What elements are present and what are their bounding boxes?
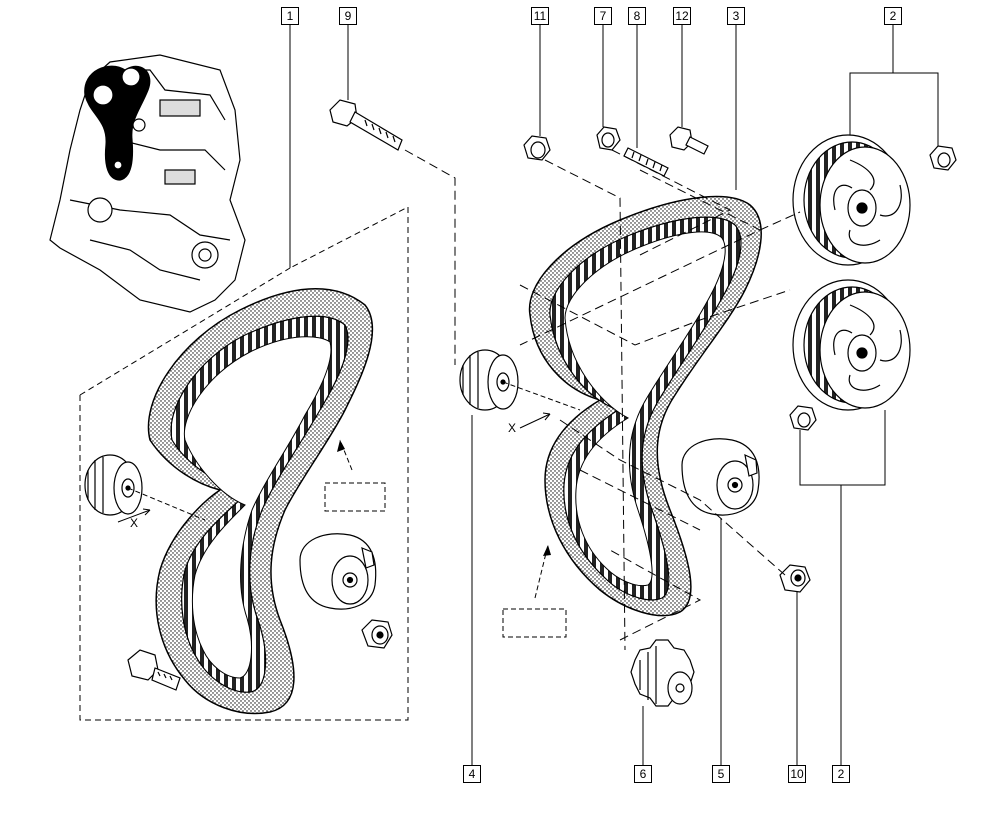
axis-right	[502, 381, 581, 429]
callout-2-bottom: 2	[832, 765, 850, 783]
timing-belt-right	[528, 195, 762, 617]
nut-10	[779, 564, 811, 593]
callout-leaders	[289, 25, 939, 765]
axis-left	[117, 487, 206, 523]
callout-10: 10	[788, 765, 806, 783]
callout-11: 11	[531, 7, 549, 25]
callout-2-top: 2	[884, 7, 902, 25]
bolt-9	[329, 99, 403, 151]
camshaft-pulley-lower	[792, 279, 911, 411]
assembly-lines	[404, 149, 801, 651]
camshaft-pulley-upper	[792, 134, 911, 266]
callout-12: 12	[673, 7, 691, 25]
callout-8: 8	[628, 7, 646, 25]
bolt-left	[127, 649, 181, 691]
engine-overview	[49, 54, 246, 313]
tensioner-right	[681, 438, 760, 516]
kit-frame-left	[79, 206, 409, 721]
callout-9: 9	[339, 7, 357, 25]
callout-5: 5	[712, 765, 730, 783]
callout-3: 3	[727, 7, 745, 25]
bolt-12	[669, 126, 709, 155]
stud-8	[623, 147, 669, 177]
idler-pulley-left	[84, 454, 143, 516]
axis-label-left: X	[130, 516, 139, 530]
callout-6: 6	[634, 765, 652, 783]
idler-pulley-right	[459, 349, 519, 411]
tensioner-left	[299, 533, 377, 610]
blank-label-left	[324, 482, 386, 512]
nut-11	[523, 135, 551, 161]
nut-left	[361, 619, 393, 649]
callout-7: 7	[594, 7, 612, 25]
nut-7	[596, 126, 621, 151]
nut-2-top	[929, 145, 957, 171]
axis-label-right: X	[508, 421, 517, 435]
crankshaft-sprocket	[630, 639, 695, 707]
blank-label-right	[502, 608, 567, 638]
timing-belt-left	[147, 288, 374, 715]
callout-4: 4	[463, 765, 481, 783]
callout-1: 1	[281, 7, 299, 25]
nut-2-lower	[789, 405, 817, 431]
